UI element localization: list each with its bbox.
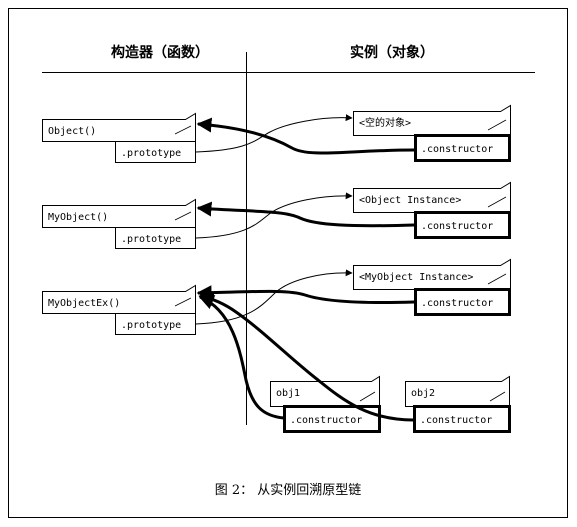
header-constructors: 构造器（函数） (111, 44, 209, 61)
constructor-name: MyObjectEx() (48, 298, 120, 309)
figure-frame (8, 8, 568, 518)
constructor-slot (414, 288, 511, 316)
prototype-label: .prototype (121, 234, 181, 245)
prototype-object-name: <空的对象> (359, 116, 411, 129)
constructor-link-myobject-instance (196, 285, 415, 305)
instance-obj2: obj2 .constructor (405, 375, 511, 433)
prototype-object-instance: <Object Instance> .constructor (353, 181, 511, 239)
prototype-slot (115, 141, 196, 163)
constructor-myobjectex: MyObjectEx() .prototype (42, 284, 196, 335)
header-instances: 实例（对象） (350, 44, 434, 61)
prototype-link-object (195, 114, 353, 153)
prototype-label: .prototype (121, 320, 181, 331)
prototype-empty-object: <空的对象> .constructor (353, 104, 511, 162)
constructor-label: .constructor (420, 415, 492, 426)
prototype-label: .prototype (121, 148, 181, 159)
prototype-link-myobject (195, 192, 353, 239)
constructor-link-obj1 (198, 295, 285, 420)
constructor-label: .constructor (290, 415, 362, 426)
constructor-myobject: MyObject() .prototype (42, 198, 196, 249)
constructor-slot (414, 134, 511, 162)
instance-name: obj1 (276, 388, 300, 399)
constructor-label: .constructor (421, 298, 493, 309)
instance-name: obj2 (411, 388, 435, 399)
constructor-link-obj2 (198, 291, 414, 422)
prototype-myobject-instance: <MyObject Instance> .constructor (353, 258, 511, 316)
constructor-object: Object() .prototype (42, 112, 196, 163)
prototype-object-name: <Object Instance> (359, 195, 461, 206)
constructor-name: MyObject() (48, 212, 108, 223)
prototype-slot (115, 227, 196, 249)
constructor-link-object-instance (196, 201, 415, 228)
prototype-slot (115, 313, 196, 335)
constructor-label: .constructor (421, 221, 493, 232)
constructor-label: .constructor (421, 144, 493, 155)
constructor-name: Object() (48, 126, 96, 137)
constructor-slot (413, 405, 511, 433)
prototype-object-name: <MyObject Instance> (359, 272, 473, 283)
figure-caption: 图 2： 从实例回溯原型链 (215, 482, 362, 498)
constructor-slot (414, 211, 511, 239)
constructor-link-empty-object (196, 117, 415, 155)
